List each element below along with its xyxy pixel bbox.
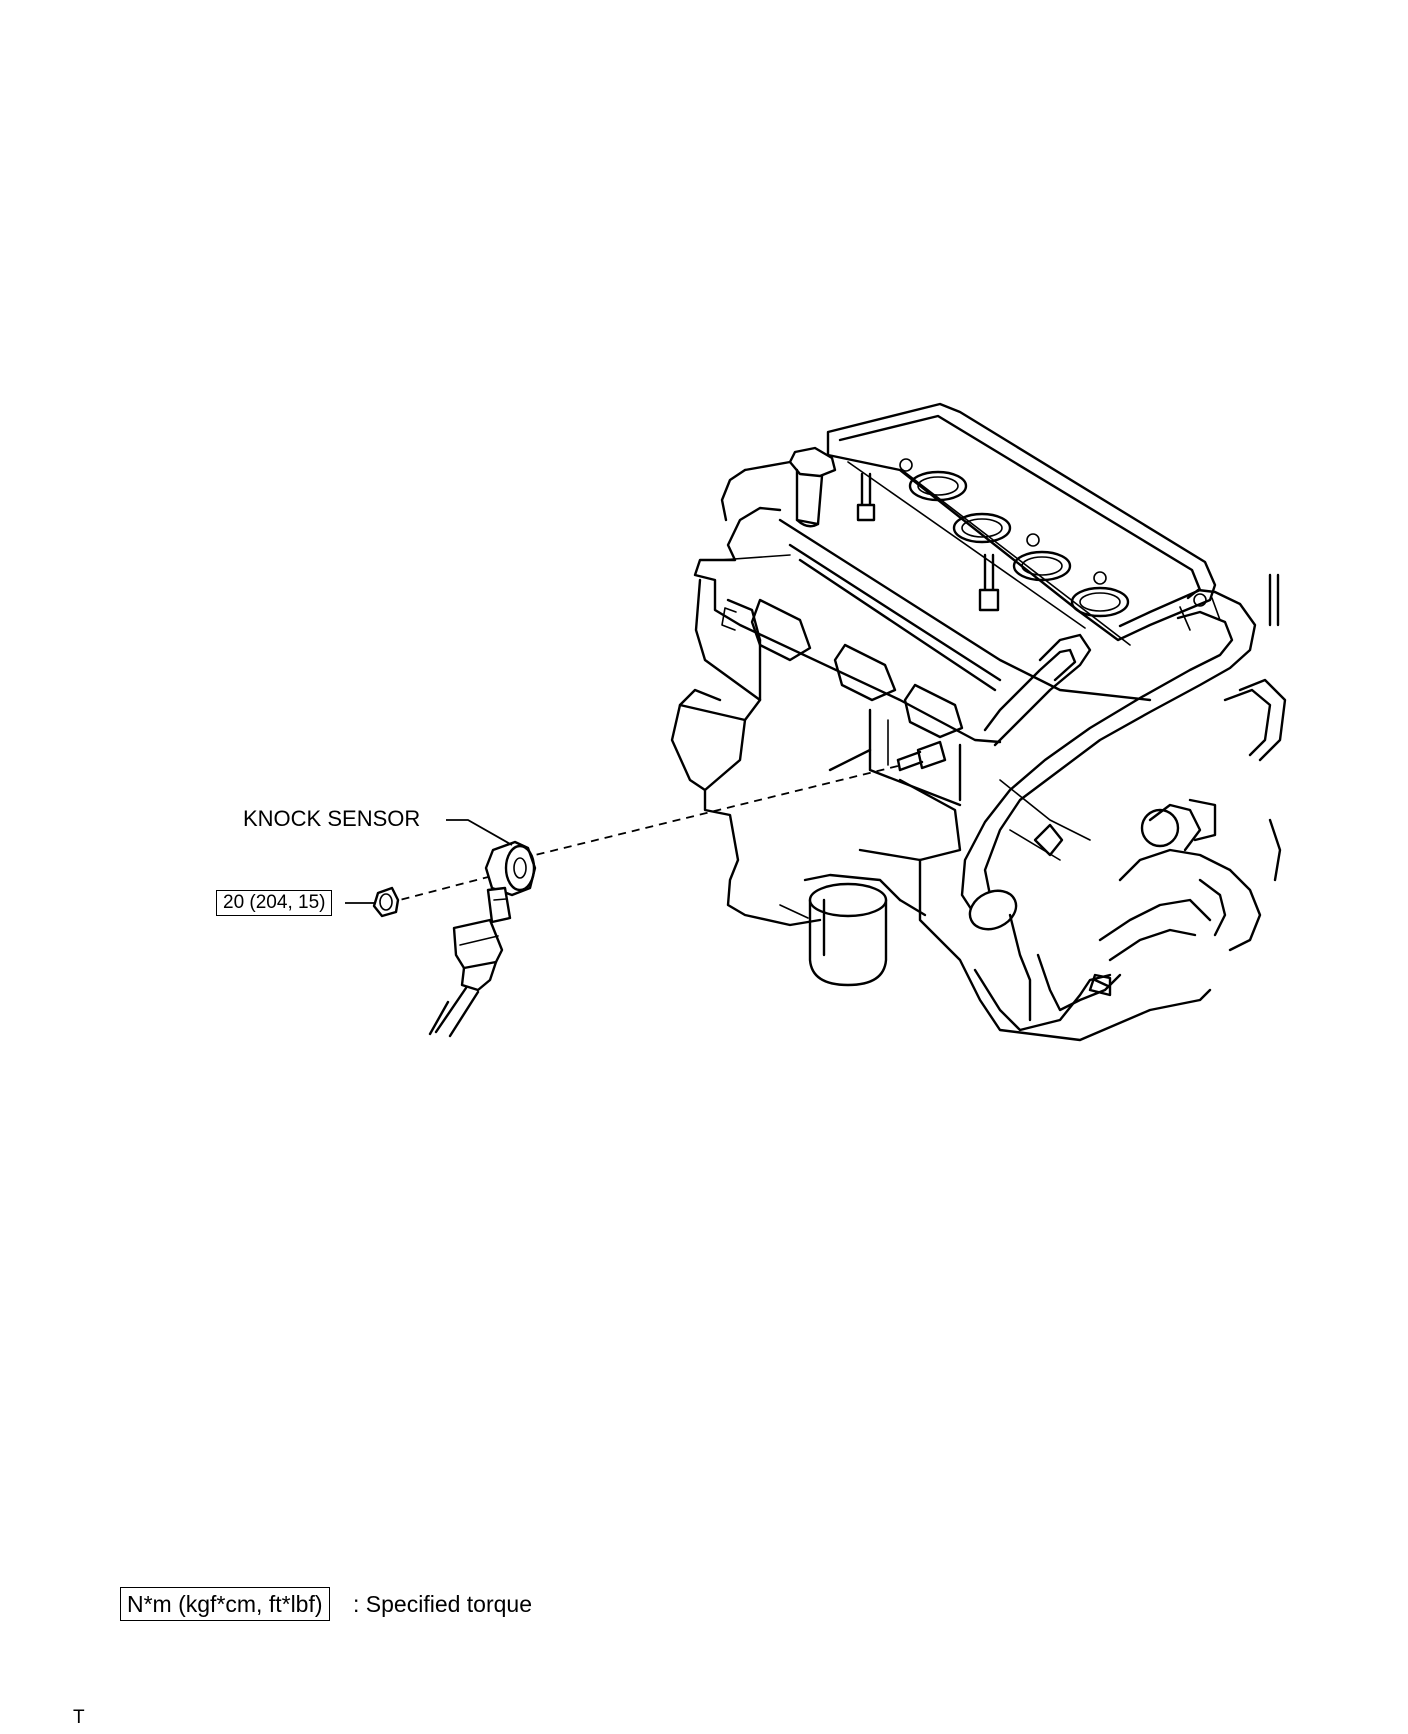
mounting-nut (372, 886, 400, 918)
spark-plug-holes (908, 470, 1130, 618)
cylinder-head (693, 460, 1152, 744)
mounting-stud (896, 740, 947, 772)
intake-ports (721, 598, 964, 739)
knock-sensor-leader (446, 819, 513, 846)
cylinder-block (670, 638, 1212, 1042)
knock-sensor (484, 840, 537, 924)
oil-filler-cap (788, 446, 837, 528)
alignment-dashed-line (387, 765, 899, 904)
torque-unit-legend-box: N*m (kgf*cm, ft*lbf) (120, 1587, 330, 1621)
page-corner-mark: T (73, 1707, 85, 1728)
cylinder-head-cover (826, 402, 1217, 646)
wire-harness-connector (428, 918, 504, 1038)
knock-sensor-label: KNOCK SENSOR (243, 806, 421, 831)
oil-filter (779, 873, 902, 987)
torque-spec-box: 20 (204, 15) (216, 890, 333, 916)
torque-legend-description: : Specified torque (353, 1591, 533, 1617)
hoses-and-pipes (960, 573, 1287, 1032)
engine-assembly (670, 402, 1287, 1042)
